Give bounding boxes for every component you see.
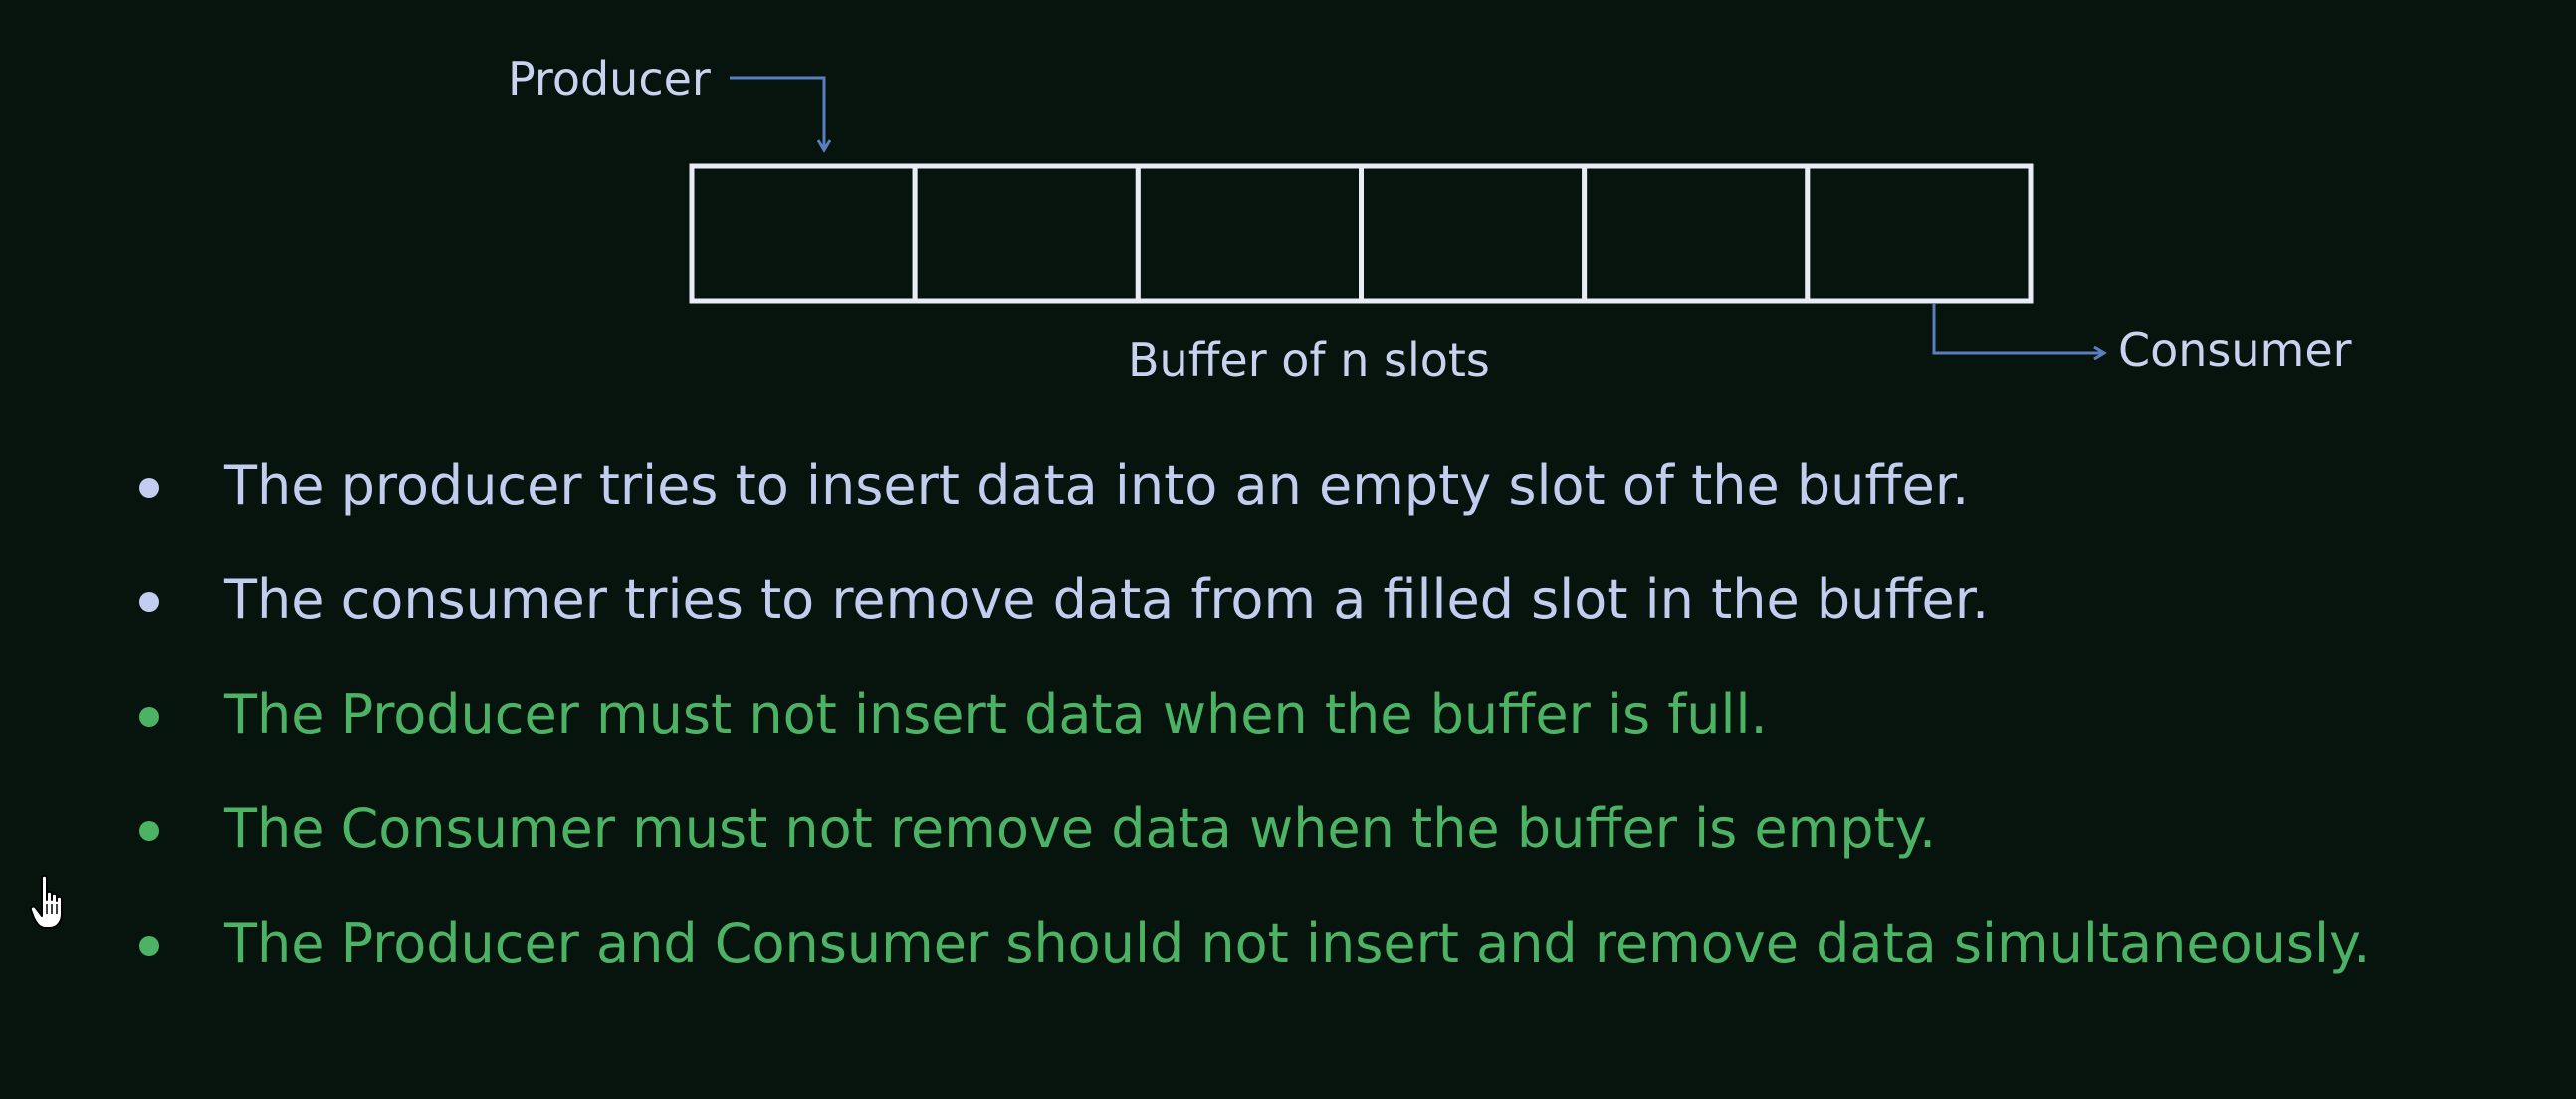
rule-text: The Consumer must not remove data when t… [224, 797, 1937, 860]
buffer-slot [689, 163, 918, 304]
rule-item: The producer tries to insert data into a… [129, 428, 2370, 543]
rule-item: The Consumer must not remove data when t… [129, 771, 2370, 886]
rule-item: The Producer must not insert data when t… [129, 657, 2370, 771]
buffer [689, 163, 2034, 304]
rule-item: The Producer and Consumer should not ins… [129, 886, 2370, 1000]
buffer-slot [912, 163, 1141, 304]
producer-label: Producer [508, 52, 711, 106]
consumer-label: Consumer [2118, 324, 2352, 377]
rules-list: The producer tries to insert data into a… [129, 428, 2370, 1000]
buffer-slot [1582, 163, 1811, 304]
bullet-dot-icon [139, 591, 159, 612]
buffer-slot [1359, 163, 1588, 304]
rule-text: The Producer and Consumer should not ins… [224, 912, 2371, 975]
bullet-dot-icon [139, 820, 159, 841]
consumer-arrow [1932, 304, 2103, 353]
buffer-slot [1805, 163, 2034, 304]
rule-text: The Producer must not insert data when t… [224, 683, 1768, 746]
bullet-dot-icon [139, 477, 159, 498]
rule-item: The consumer tries to remove data from a… [129, 543, 2370, 657]
buffer-slot [1135, 163, 1365, 304]
hand-pointer-icon [30, 874, 63, 929]
bullet-dot-icon [139, 706, 159, 727]
rule-text: The producer tries to insert data into a… [224, 454, 1970, 517]
bullet-dot-icon [139, 935, 159, 956]
producer-arrow [730, 76, 824, 149]
buffer-caption: Buffer of n slots [1128, 333, 1490, 387]
rule-text: The consumer tries to remove data from a… [224, 568, 1990, 631]
